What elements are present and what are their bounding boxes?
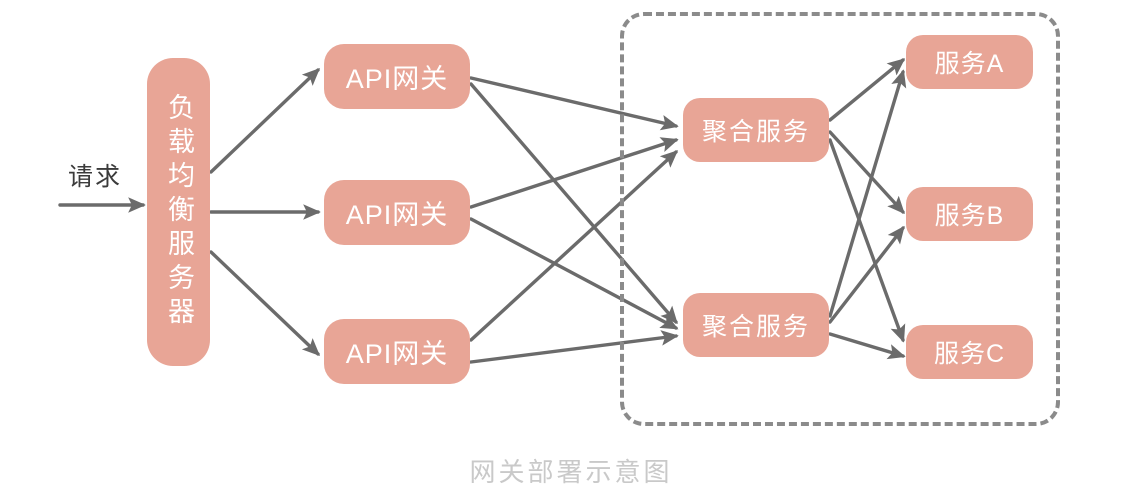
api-gateway-node-3[interactable]: API网关 (324, 319, 470, 384)
diagram-caption: 网关部署示意图 (469, 457, 673, 487)
arrow-lb-to-gateway-3 (209, 250, 321, 356)
api-gateway-node-2[interactable]: API网关 (324, 180, 470, 245)
service-node-c[interactable]: 服务C (906, 325, 1033, 379)
request-label: 请求 (68, 163, 123, 191)
load-balancer-node[interactable]: 负载均衡服务器 (147, 58, 210, 366)
service-node-b[interactable]: 服务B (906, 187, 1033, 241)
api-gateway-node-1[interactable]: API网关 (324, 44, 470, 109)
aggregation-service-node-1[interactable]: 聚合服务 (683, 98, 829, 162)
service-node-a[interactable]: 服务A (906, 35, 1033, 89)
arrow-lb-to-gateway-1 (209, 68, 321, 174)
aggregation-service-node-2[interactable]: 聚合服务 (683, 293, 829, 357)
